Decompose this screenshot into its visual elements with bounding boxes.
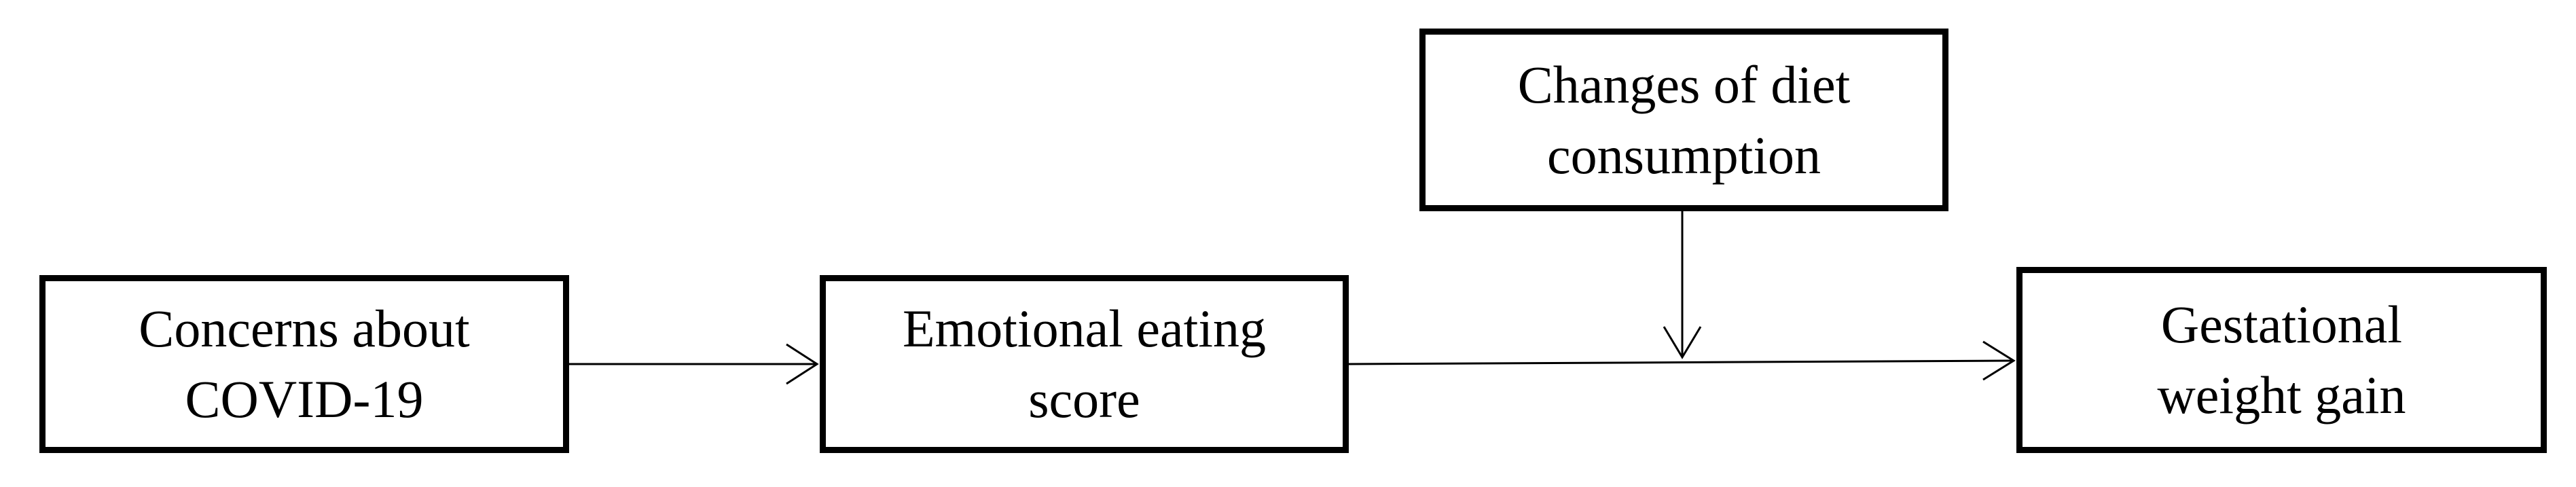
node-diet-changes: Changes of diet consumption — [1419, 29, 1948, 211]
node-emotional-eating-label: Emotional eating score — [902, 299, 1267, 429]
arrow-emotional-eating-to-weight-gain — [1348, 359, 2014, 365]
node-concerns-covid: Concerns about COVID-19 — [39, 275, 569, 453]
arrowhead-emotional-eating — [786, 343, 819, 385]
arrowhead-weight-gain — [1982, 340, 2016, 381]
arrowhead-moderation — [1663, 326, 1702, 359]
node-emotional-eating: Emotional eating score — [820, 275, 1349, 453]
node-diet-changes-label: Changes of diet consumption — [1517, 54, 1851, 185]
node-concerns-covid-label: Concerns about COVID-19 — [139, 299, 470, 429]
node-gestational-weight-gain: Gestational weight gain — [2016, 267, 2547, 453]
node-gestational-weight-gain-label: Gestational weight gain — [2157, 295, 2406, 425]
